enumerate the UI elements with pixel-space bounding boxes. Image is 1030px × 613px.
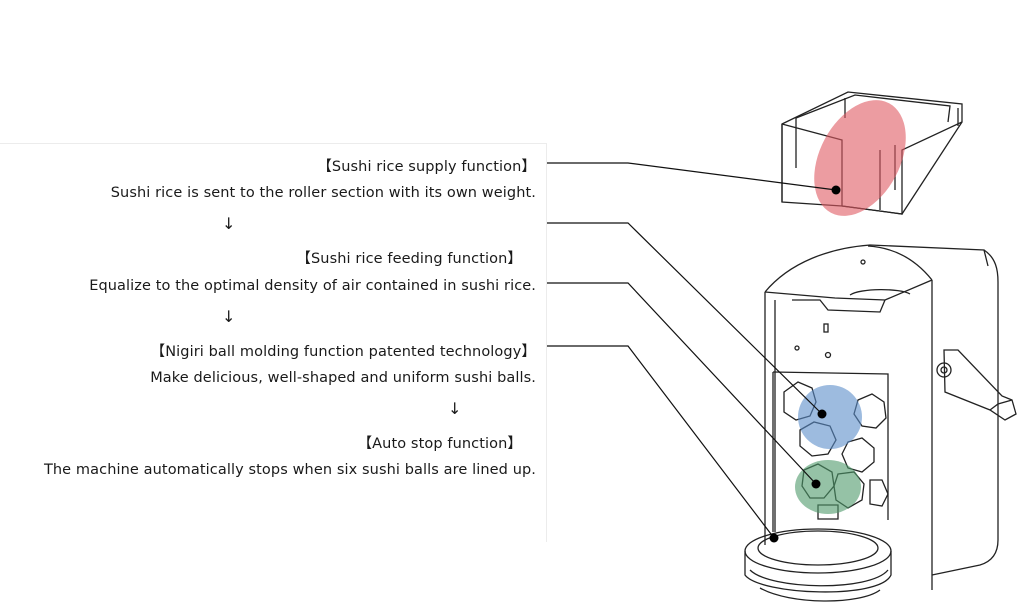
feeding-function-title: 【Sushi rice feeding function】 — [296, 251, 522, 267]
supply-function-description: Sushi rice is sent to the roller section… — [110, 185, 536, 201]
feeding-leader-line — [547, 222, 823, 415]
feeder-highlight — [798, 385, 862, 449]
handle-drawing — [936, 349, 1017, 421]
molder-highlight — [795, 460, 861, 514]
auto-stop-leader-line — [547, 345, 775, 539]
supply-function-title: 【Sushi rice supply function】 — [317, 159, 536, 175]
molding-function-description: Make delicious, well-shaped and uniform … — [150, 370, 536, 386]
auto-stop-function-title: 【Auto stop function】 — [357, 436, 522, 452]
supply-leader-dot — [831, 185, 841, 195]
machine-body-drawing — [764, 244, 999, 590]
turntable-drawing — [744, 528, 892, 602]
description-panel — [0, 143, 547, 542]
flow-arrow-2: ↓ — [222, 307, 236, 326]
molding-function-title: 【Nigiri ball molding function patented t… — [150, 344, 536, 360]
flow-arrow-1: ↓ — [222, 214, 236, 233]
feeding-leader-dot — [817, 409, 827, 419]
molding-leader-dot — [811, 479, 821, 489]
feeding-function-description: Equalize to the optimal density of air c… — [89, 278, 536, 294]
molding-leader-line — [547, 282, 817, 485]
flow-arrow-3: ↓ — [448, 399, 462, 418]
supply-leader-line — [547, 162, 837, 191]
auto-stop-function-description: The machine automatically stops when six… — [43, 462, 536, 478]
auto-stop-leader-dot — [769, 533, 779, 543]
